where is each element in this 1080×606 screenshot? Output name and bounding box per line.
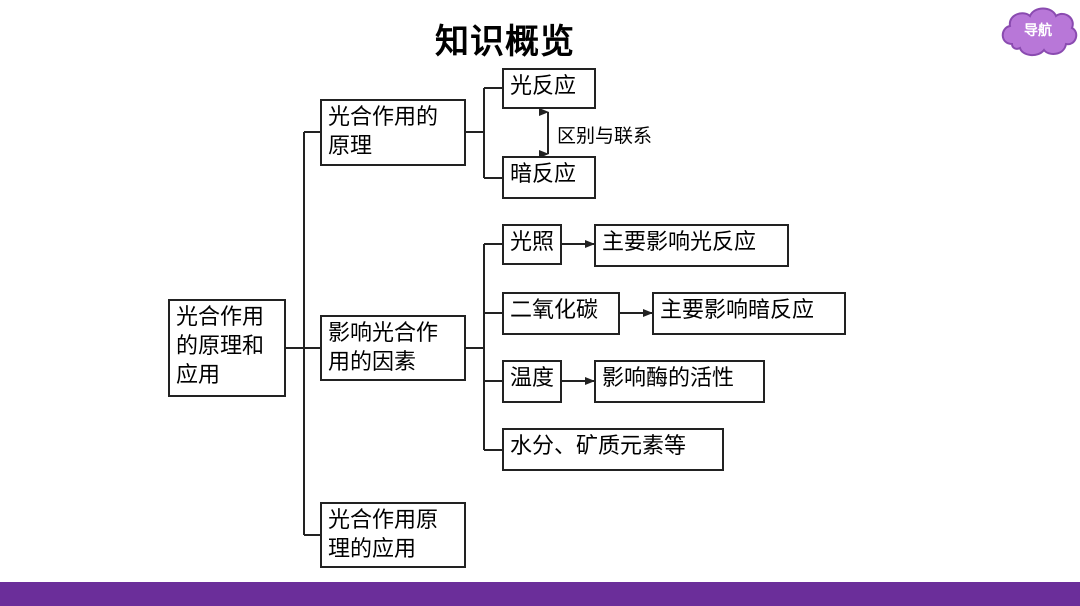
- node-application: 光合作用原 理的应用: [320, 502, 466, 568]
- node-light-reaction: 光反应: [502, 68, 596, 109]
- nav-button[interactable]: 导航: [998, 4, 1078, 58]
- relation-label: 区别与联系: [557, 125, 653, 147]
- page-title: 知识概览: [435, 22, 575, 62]
- node-light-effect: 主要影响光反应: [594, 224, 789, 267]
- node-principle: 光合作用的 原理: [320, 99, 466, 166]
- node-co2-effect: 主要影响暗反应: [652, 292, 846, 335]
- footer-bar: [0, 582, 1080, 606]
- node-temperature-effect: 影响酶的活性: [594, 360, 765, 403]
- nav-label: 导航: [1024, 23, 1052, 39]
- cloud-icon: [1001, 7, 1078, 56]
- node-co2: 二氧化碳: [502, 292, 620, 335]
- node-root: 光合作用 的原理和 应用: [168, 299, 286, 397]
- node-dark-reaction: 暗反应: [502, 156, 596, 199]
- node-water-minerals: 水分、矿质元素等: [502, 428, 724, 471]
- node-light: 光照: [502, 224, 562, 265]
- node-factors: 影响光合作 用的因素: [320, 315, 466, 381]
- node-temperature: 温度: [502, 360, 562, 403]
